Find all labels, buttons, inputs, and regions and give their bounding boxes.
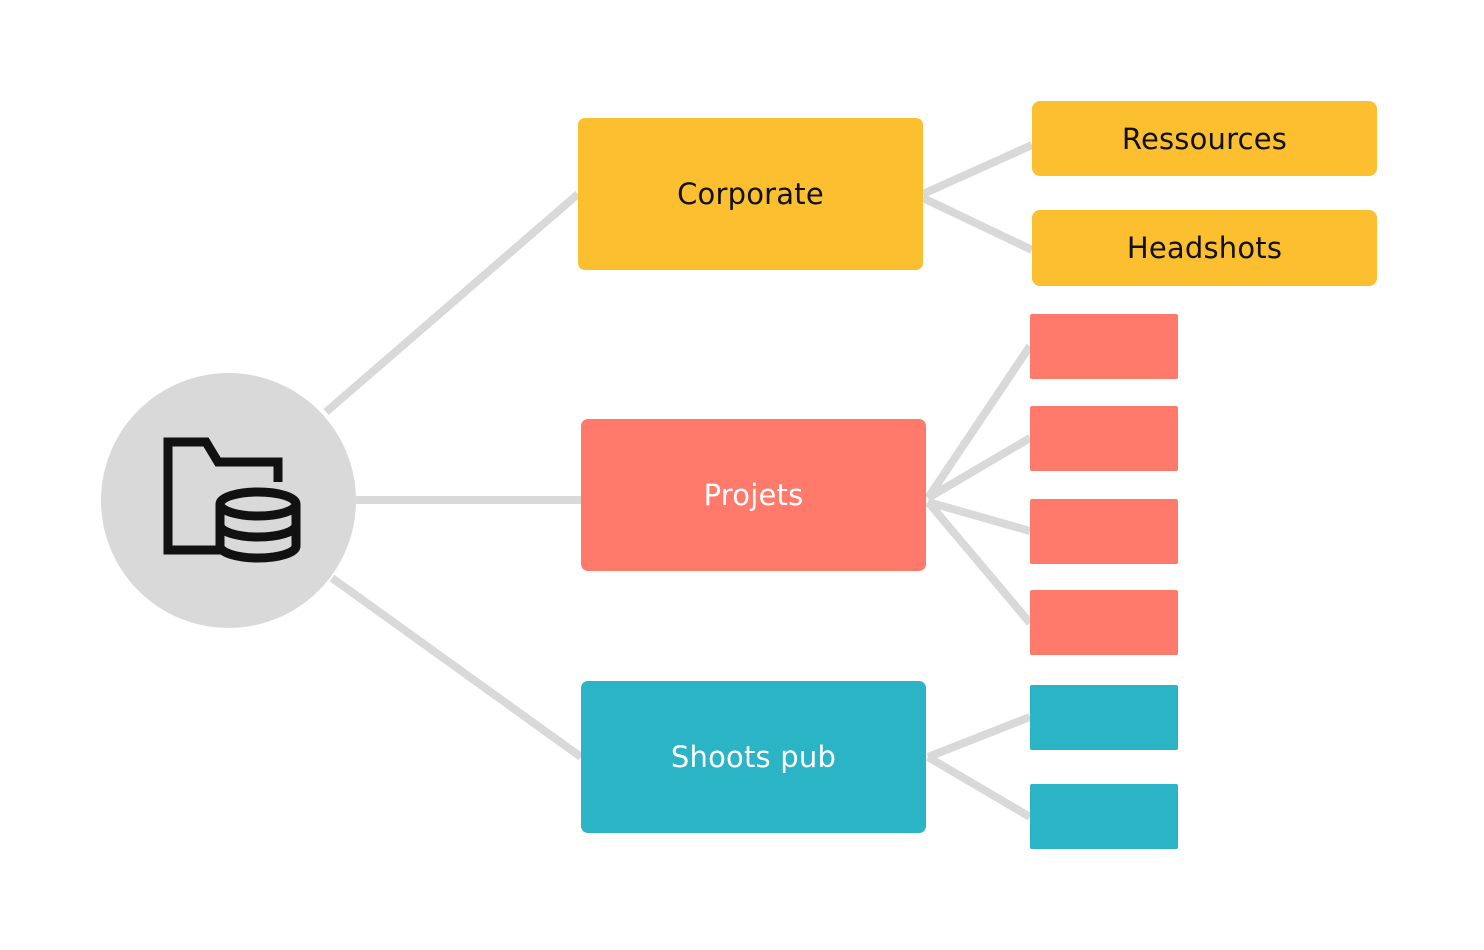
branch-label-projets: Projets <box>703 478 804 512</box>
branch-node-projets: Projets <box>581 419 926 571</box>
child-label-ressources: Ressources <box>1121 121 1288 156</box>
branch-node-corporate: Corporate <box>578 118 923 270</box>
child-node-projets-3 <box>1030 499 1178 564</box>
branch-label-shoots-pub: Shoots pub <box>670 740 837 774</box>
child-node-shoots-pub-2 <box>1030 784 1178 849</box>
connector-corporate-ressources <box>921 141 1034 198</box>
connector-root-shoots-pub <box>329 574 584 761</box>
child-node-ressources: Ressources <box>1032 101 1377 176</box>
child-node-projets-1 <box>1030 314 1178 379</box>
branch-label-corporate: Corporate <box>677 177 824 211</box>
connector-corporate-headshots <box>921 194 1034 254</box>
branch-node-shoots-pub: Shoots pub <box>581 681 926 833</box>
child-node-shoots-pub-1 <box>1030 685 1178 750</box>
folder-database-icon <box>163 437 300 562</box>
child-node-projets-4 <box>1030 590 1178 655</box>
connector-shoots-pub-child-1 <box>926 713 1032 761</box>
connector-shoots-pub-child-2 <box>925 753 1033 821</box>
connector-projets-child-1 <box>924 343 1034 501</box>
child-label-headshots: Headshots <box>1126 231 1283 265</box>
root-node <box>101 373 356 628</box>
connector-root-corporate <box>323 190 581 416</box>
connector-projets-child-4 <box>924 499 1034 626</box>
child-node-headshots: Headshots <box>1032 210 1377 286</box>
child-node-projets-2 <box>1030 406 1178 471</box>
connector-projets-child-2 <box>925 434 1033 502</box>
connector-projets-child-3 <box>926 498 1032 535</box>
